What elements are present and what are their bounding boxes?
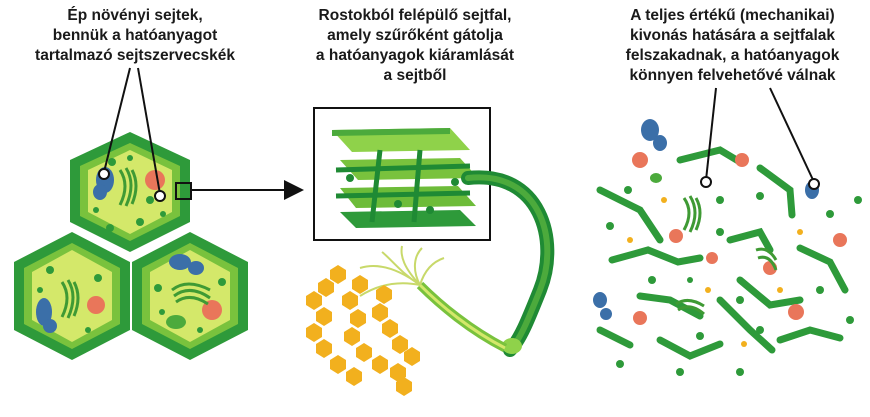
caption-line: a hatóanyagok kiáramlását [315,47,515,64]
caption-intact-cells: Ép növényi sejtek, bennük a hatóanyagot … [10,6,260,66]
caption-line: bennük a hatóanyagot [52,27,218,44]
caption-line: a sejtből [383,67,447,84]
vacuole-icon [145,170,165,190]
caption-line: amely szűrőként gátolja [327,27,503,44]
caption-line: A teljes értékű (mechanikai) [630,7,835,24]
plant-cell-bottom-right [132,232,248,360]
plant-cell-top [70,132,190,252]
caption-line: Ép növényi sejtek, [67,7,203,24]
caption-line: tartalmazó sejtszervecskék [35,47,235,64]
caption-line: könnyen felvehetővé válnak [629,67,836,84]
caption-broken-cells: A teljes értékű (mechanikai) kivonás hat… [600,6,865,86]
glucose-chains [306,265,420,396]
intact-cells-group [14,67,304,360]
plant-cell-bottom-left [14,232,130,360]
chloroplast-icon [118,167,138,207]
caption-line: felszakadnak, a hatóanyagok [625,47,840,64]
caption-line: Rostokból felépülő sejtfal, [318,7,512,24]
caption-line: kivonás hatására a sejtfalak [629,27,836,44]
cell-wall-group [313,107,555,357]
caption-cell-wall: Rostokból felépülő sejtfal, amely szűrők… [290,6,540,86]
broken-cells-group [593,87,862,376]
